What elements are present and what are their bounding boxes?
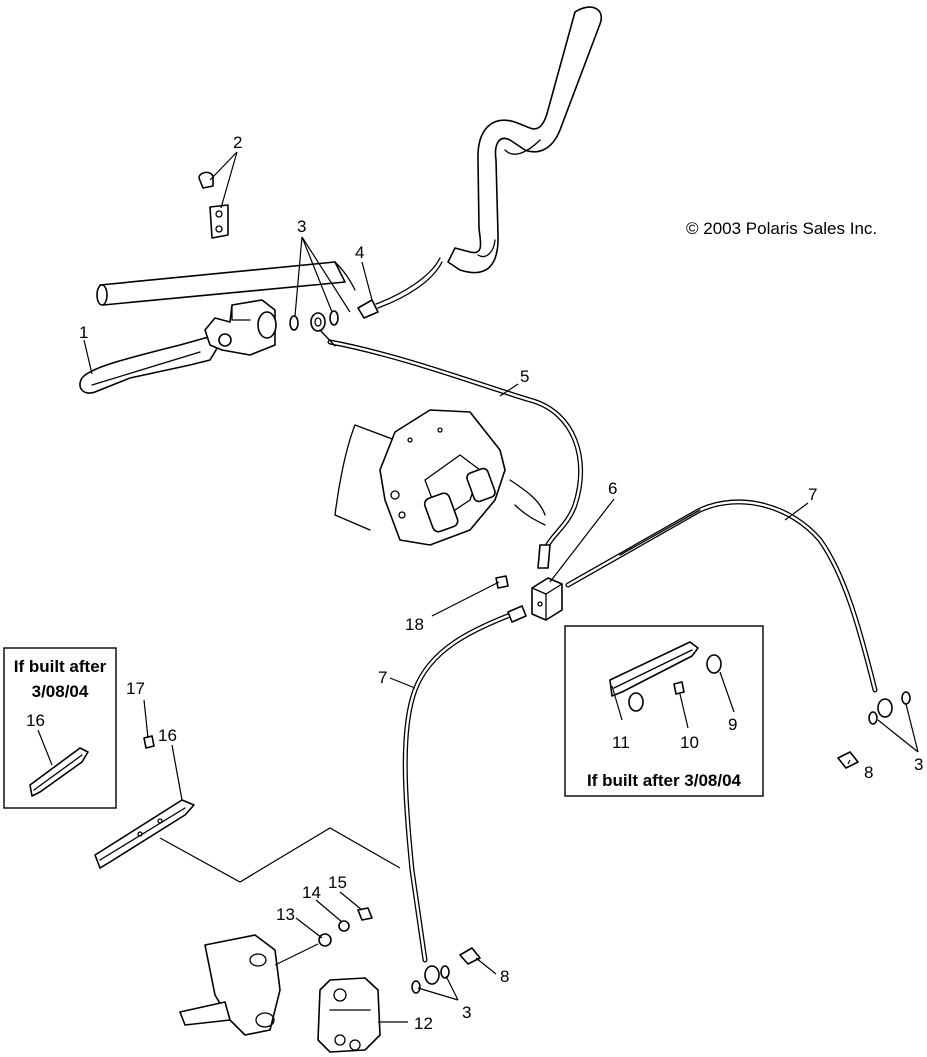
- leader-lines: [37, 151, 919, 1023]
- brake-line-upper: [319, 329, 584, 569]
- callout-14: 14: [302, 883, 321, 902]
- brake-splitter-block: [531, 577, 563, 621]
- brake-line-left: [402, 605, 527, 963]
- callout-8-bottom: 8: [500, 967, 509, 986]
- copyright-notice: © 2003 Polaris Sales Inc.: [686, 219, 877, 238]
- callout-3-bottom: 3: [462, 1003, 471, 1022]
- banjo-washers-top: [289, 310, 339, 332]
- handlebar-clamp: [198, 171, 229, 239]
- callout-5: 5: [520, 367, 529, 386]
- callout-16: 16: [158, 726, 177, 745]
- inset-left-line1: If built after: [14, 657, 107, 676]
- brake-lever-master-cylinder: [79, 299, 277, 394]
- bracket-bolt: [143, 735, 155, 749]
- handlebar: [96, 6, 603, 306]
- callout-2: 2: [233, 133, 242, 152]
- callout-15: 15: [328, 873, 347, 892]
- brake-line-right: [565, 499, 878, 693]
- callout-3-top: 3: [297, 217, 306, 236]
- callout-13: 13: [276, 905, 295, 924]
- callout-17: 17: [126, 679, 145, 698]
- callout-6: 6: [608, 479, 617, 498]
- callout-8-right: 8: [864, 763, 873, 782]
- callout-16-inset: 16: [26, 711, 45, 730]
- inset-right-caption: If built after 3/08/04: [587, 771, 742, 790]
- right-banjo-fittings: [837, 691, 911, 769]
- callout-9: 9: [728, 715, 737, 734]
- inset-left: [3, 647, 117, 809]
- callout-1: 1: [79, 323, 88, 342]
- callout-7-right: 7: [808, 485, 817, 504]
- bottom-banjo-fittings: [411, 947, 481, 994]
- splitter-bolt: [495, 575, 509, 589]
- inset-left-line2: 3/08/04: [32, 682, 89, 701]
- callout-11: 11: [612, 733, 630, 752]
- callout-7-left: 7: [378, 668, 387, 687]
- spindle: [179, 934, 281, 1036]
- mounting-bracket: [94, 799, 195, 869]
- callout-3-right: 3: [914, 755, 923, 774]
- callout-4: 4: [355, 243, 364, 262]
- brake-switch: [357, 257, 443, 319]
- small-hardware: [318, 907, 373, 947]
- inset-right: [564, 625, 764, 797]
- frame-section: [334, 409, 546, 546]
- callout-10: 10: [680, 733, 699, 752]
- brake-caliper: [317, 977, 381, 1053]
- callout-18: 18: [405, 615, 424, 634]
- callout-12: 12: [414, 1014, 433, 1033]
